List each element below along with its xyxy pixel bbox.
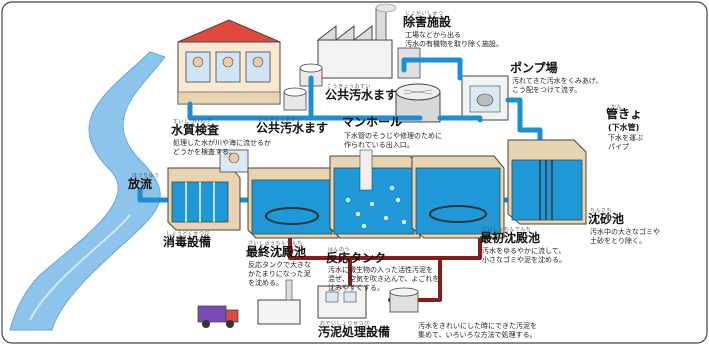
suishitsu-ruby: すいしつけんさ bbox=[173, 119, 212, 125]
kankyo-ruby: かん bbox=[611, 104, 623, 110]
pump-title: ポンプ場 bbox=[510, 61, 558, 75]
houryu-ruby: ほうりゅう bbox=[132, 173, 160, 179]
primary-sedimentation-tank bbox=[411, 155, 505, 239]
kokyo1-ruby: こうきょうおすい bbox=[327, 84, 372, 90]
jogai-desc: 工場などから出る 汚水の有機物を取り除く施設。 bbox=[405, 31, 503, 49]
houses-building bbox=[177, 19, 281, 105]
hanno-ruby: はんのう bbox=[328, 247, 351, 253]
suishitsu-desc: 処理した水が川や海に流せるか どうかを検査する。 bbox=[173, 139, 271, 157]
public-sewer-inlet-2 bbox=[283, 87, 307, 111]
chinsa-title: 沈砂池 bbox=[588, 212, 625, 226]
factory-building bbox=[316, 3, 421, 79]
kokyo2-ruby: こうきょうおすい bbox=[258, 117, 303, 123]
odei-ruby: おでいしょりせつび bbox=[320, 321, 370, 327]
chinsa-ruby: ちんさち bbox=[590, 208, 613, 214]
incinerator-building bbox=[257, 279, 301, 325]
saisho-ruby: さいしょちんでんち bbox=[482, 227, 532, 233]
hanno-desc: 汚水に微生物の入った活性汚泥を 混ぜ、空気を吹き込んで、よごれを 沈みやすくする… bbox=[328, 266, 440, 293]
water-inspector-figure bbox=[219, 149, 249, 173]
saishu-title: 最終沈殿池 bbox=[246, 245, 307, 259]
pump-desc: 汚れてきた汚水をくみあげ、 こう配をつけて流す。 bbox=[512, 77, 603, 95]
saisho-desc: 汚水をゆるやかに流して、 小さなゴミや泥を沈める。 bbox=[482, 247, 566, 265]
sludge-treatment-facility bbox=[317, 285, 419, 319]
kankyo-title: 管きょ bbox=[606, 107, 643, 121]
river bbox=[9, 51, 166, 331]
pump-ruby: じょう bbox=[541, 62, 558, 68]
jogai-title: 除害施設 bbox=[403, 15, 452, 29]
manhole-title: マンホール bbox=[342, 115, 403, 129]
sludge-truck bbox=[197, 305, 239, 328]
pump-station-building bbox=[461, 75, 509, 121]
manhole-desc: 下水管のそうじや修理のために 作られている出入口。 bbox=[344, 132, 442, 150]
kankyo-sub: (下水管) bbox=[608, 123, 640, 132]
saishu-ruby: さいしゅうちんでんち bbox=[248, 241, 303, 247]
shodoku-title: 消毒設備 bbox=[163, 235, 212, 249]
saisho-title: 最初沈殿池 bbox=[480, 231, 541, 245]
odei-title: 汚泥処理設備 bbox=[318, 325, 391, 339]
jogai-ruby: じょがいしせつ bbox=[405, 11, 444, 17]
grit-chamber bbox=[507, 139, 587, 225]
shodoku-ruby: しょうどくせつび bbox=[166, 231, 210, 237]
chinsa-desc: 汚水中の大きなゴミや 土砂をとり除く。 bbox=[590, 228, 660, 246]
suishitsu-title: 水質検査 bbox=[171, 123, 220, 137]
saishu-desc: 反応タンクで大きな かたまりになった泥 を沈める。 bbox=[248, 261, 311, 288]
houryu-title: 放流 bbox=[128, 177, 153, 191]
kankyo-desc: 下水を運ぶ パイプ bbox=[608, 134, 643, 152]
disinfection-facility bbox=[167, 167, 241, 231]
final-sedimentation-tank bbox=[247, 167, 339, 239]
river-highlight bbox=[29, 214, 131, 321]
kokyo2-title: 公共汚水ます bbox=[256, 121, 329, 135]
reaction-tank bbox=[329, 149, 421, 239]
odei-desc: 汚水をきれいにした時にできた汚泥を 集めて、いろいろな方法で処理する。 bbox=[418, 322, 537, 340]
kokyo1-title: 公共汚水ます bbox=[325, 88, 398, 102]
hanno-title: 反応タンク bbox=[326, 251, 387, 265]
